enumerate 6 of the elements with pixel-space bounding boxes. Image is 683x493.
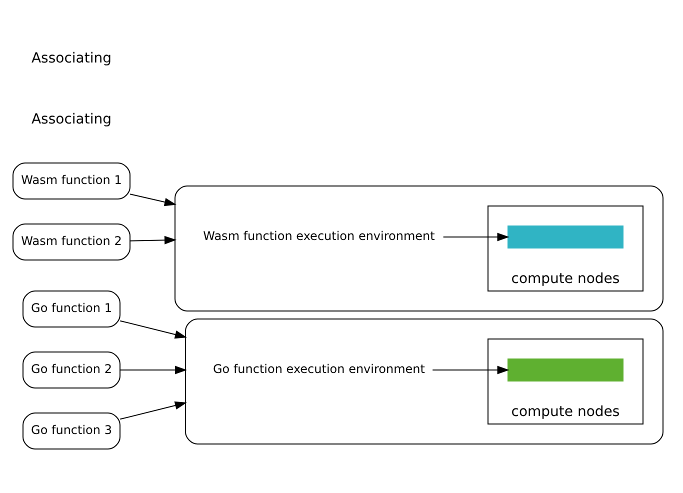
node-text: Go function execution environment <box>212 362 425 376</box>
label: Associating <box>30 112 112 128</box>
node-text: Wasm function execution environment <box>202 229 434 244</box>
node-label: compute nodes <box>510 404 620 420</box>
label: Associating <box>30 50 112 67</box>
node-label: compute nodes <box>510 271 620 288</box>
